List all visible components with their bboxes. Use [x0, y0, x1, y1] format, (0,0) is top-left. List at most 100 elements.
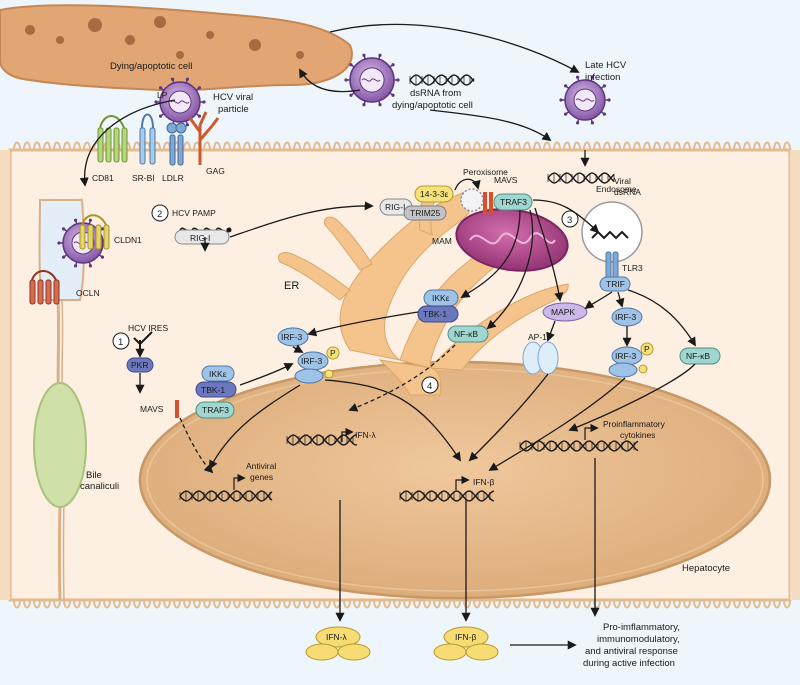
mapk-box: MAPK	[542, 302, 588, 322]
microvillus	[73, 141, 81, 151]
microvillus	[523, 599, 531, 609]
microvilli-bottom	[13, 599, 791, 609]
traf3-left-label: TRAF3	[202, 405, 229, 415]
step-marker-4-text: 4	[427, 381, 432, 392]
tbk1-top-label: TBK-1	[423, 309, 447, 319]
microvillus	[363, 141, 371, 151]
microvillus	[783, 141, 791, 151]
microvillus	[543, 141, 551, 151]
tlr3-label: TLR3	[622, 263, 643, 273]
microvillus	[433, 599, 441, 609]
microvillus	[783, 599, 791, 609]
trif-box	[599, 276, 631, 292]
microvillus	[593, 599, 601, 609]
step-marker-2-text: 2	[157, 209, 162, 220]
hepatocyte-label: Hepatocyte	[682, 563, 730, 574]
microvillus	[293, 141, 301, 151]
dsrna-helix	[519, 440, 639, 452]
step-marker-2: 2	[151, 204, 169, 222]
microvillus	[493, 141, 501, 151]
right-neighbour-cell	[790, 150, 800, 600]
ikke-left: IKKε	[201, 365, 235, 382]
microvillus	[583, 599, 591, 609]
microvillus	[513, 141, 521, 151]
antiviral-label-1: Antiviral	[246, 461, 276, 471]
microvillus	[383, 599, 391, 609]
ifn-beta-gene-label: IFN-β	[473, 477, 495, 487]
dsrna-helix	[399, 490, 495, 502]
microvillus	[603, 599, 611, 609]
hcv-virion-icon	[344, 53, 400, 107]
microvillus	[23, 599, 31, 609]
microvillus	[403, 599, 411, 609]
microvillus	[383, 141, 391, 151]
microvillus	[153, 599, 161, 609]
microvillus	[33, 141, 41, 151]
microvillus	[663, 141, 671, 151]
microvillus	[223, 141, 231, 151]
phospho-b-label: P	[644, 344, 650, 354]
microvillus	[13, 599, 21, 609]
microvillus	[723, 141, 731, 151]
dsrna-from-label-1: dsRNA from	[410, 88, 461, 99]
ocln-protein	[29, 270, 60, 305]
microvillus	[63, 599, 71, 609]
microvillus	[23, 141, 31, 151]
microvillus	[83, 141, 91, 151]
microvillus	[713, 141, 721, 151]
microvillus	[583, 141, 591, 151]
cldn1-label: CLDN1	[114, 235, 142, 245]
microvillus	[413, 599, 421, 609]
microvillus	[733, 141, 741, 151]
ifn-lambda-secreted	[305, 626, 371, 661]
trif-label: TRIF	[606, 279, 625, 289]
nfkb-right-label: NF-κB	[686, 351, 710, 361]
proinfl-label-2: cytokines	[620, 430, 655, 440]
microvillus	[243, 599, 251, 609]
microvillus	[263, 599, 271, 609]
pkr-label: PKR	[131, 360, 148, 370]
left-neighbour-cell	[0, 150, 10, 600]
microvillus	[183, 599, 191, 609]
microvillus	[193, 599, 201, 609]
microvillus	[463, 599, 471, 609]
hcv-pamp-label: HCV PAMP	[172, 208, 216, 218]
irf3-d-label: IRF-3	[615, 351, 637, 361]
microvillus	[653, 141, 661, 151]
microvillus	[343, 599, 351, 609]
traf3-top-label: TRAF3	[500, 197, 527, 207]
microvillus	[443, 141, 451, 151]
microvillus	[313, 599, 321, 609]
microvillus	[533, 141, 541, 151]
microvillus	[603, 141, 611, 151]
nfkb-mid: NF-κB	[447, 325, 489, 343]
dsrna-helix	[547, 172, 615, 184]
ikke-top-label: IKKε	[432, 293, 450, 303]
microvillus	[143, 599, 151, 609]
microvillus	[313, 141, 321, 151]
microvillus	[233, 141, 241, 151]
late-hcv-label-2: infection	[585, 72, 620, 83]
mam-label: MAM	[432, 236, 452, 246]
microvillus	[483, 141, 491, 151]
microvillus	[763, 599, 771, 609]
microvillus	[413, 141, 421, 151]
microvillus	[683, 599, 691, 609]
microvillus	[283, 599, 291, 609]
microvillus	[333, 141, 341, 151]
microvillus	[693, 141, 701, 151]
dsrna-helix	[179, 490, 273, 502]
microvillus	[423, 141, 431, 151]
microvillus	[123, 599, 131, 609]
microvillus	[653, 599, 661, 609]
step-marker-1-text: 1	[118, 337, 123, 348]
microvillus	[253, 141, 261, 151]
nfkb-mid-label: NF-κB	[454, 329, 478, 339]
ikke-top: IKKε	[423, 289, 459, 307]
microvillus	[203, 141, 211, 151]
mapk-label: MAPK	[551, 307, 575, 317]
microvillus	[13, 141, 21, 151]
microvillus	[363, 599, 371, 609]
late-hcv-label-1: Late HCV	[585, 60, 627, 71]
